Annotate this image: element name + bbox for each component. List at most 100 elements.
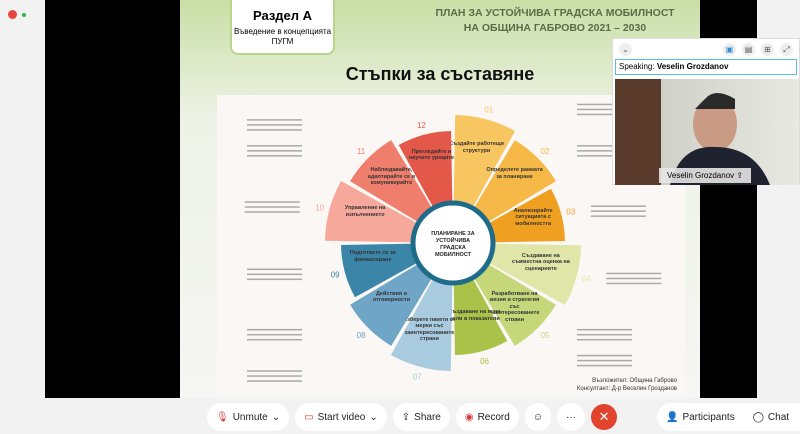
fullscreen-icon[interactable]: ⤢ xyxy=(780,42,793,56)
step-bullet-line xyxy=(606,277,662,280)
record-button[interactable]: ◉Record xyxy=(455,403,519,431)
step-number: 10 xyxy=(315,203,324,212)
step-bullet-line xyxy=(577,328,632,331)
step-label-05: Разработване на визия и стратегия със за… xyxy=(489,290,540,321)
step-text: Подгответе се за финансиране xyxy=(349,250,396,263)
slide-title: Стъпки за съставяне xyxy=(345,64,535,84)
step-bullet-line xyxy=(244,211,300,213)
steps-wheel: Създайте работещи структури 01Определете … xyxy=(244,103,662,382)
step-label-10: Управление на изпълнението xyxy=(344,205,386,218)
step-bullet-line xyxy=(577,359,632,362)
mic-off-icon: 🎙 xyxy=(216,411,229,423)
step-segment-02 xyxy=(474,140,556,222)
step-number: 05 xyxy=(540,331,549,340)
wheel-center xyxy=(410,200,496,286)
step-number: 09 xyxy=(331,271,340,280)
step-bullet-line xyxy=(247,370,302,372)
collapse-chevron-icon[interactable]: ⌄ xyxy=(619,42,632,56)
step-label-01: Създайте работещи структури xyxy=(449,141,504,154)
step-bullet-line xyxy=(247,150,302,152)
person-icon: 👤 xyxy=(666,411,679,423)
step-bullet-line xyxy=(247,338,302,341)
meeting-controls: 🎙Unmute⌄ ▭Start video⌄ ⇪Share ◉Record ☺ … xyxy=(207,402,618,432)
step-bullet-line xyxy=(577,103,632,106)
start-video-button[interactable]: ▭Start video⌄ xyxy=(295,403,387,431)
step-label-03: Анализирайте ситуацията с мобилността xyxy=(513,207,553,227)
reactions-button[interactable]: ☺ xyxy=(524,403,552,431)
step-text: Определете рамката за планиране xyxy=(486,167,543,180)
credit-client: Възложител: Община Габрово xyxy=(592,378,677,384)
step-bullet-line xyxy=(577,354,632,357)
step-bullet-line xyxy=(577,113,632,116)
recording-indicator-icon xyxy=(8,10,17,19)
layout-stage-icon[interactable]: ▤ xyxy=(742,42,755,56)
step-number: 03 xyxy=(566,207,575,216)
center-text: ПЛАНИРАНЕ ЗА УСТОЙЧИВА ГРАДСКА МОБИЛНОСТ xyxy=(431,231,475,257)
step-bullet-line xyxy=(247,333,302,336)
step-text: Управление на изпълнението xyxy=(344,205,386,218)
participants-label: Participants xyxy=(682,411,735,423)
step-segment-04 xyxy=(489,243,581,306)
step-label-11: Наблюдавайте, адаптирайте се и комуникир… xyxy=(367,167,416,187)
speaker-name: Veselin Grozdanov xyxy=(656,62,729,71)
status-dot-icon xyxy=(22,13,26,17)
emoji-icon: ☺ xyxy=(532,411,544,423)
speaker-video: Veselin Grozdanov ⇪ xyxy=(615,79,799,185)
step-label-12: Прегледайте и научете уроците xyxy=(408,148,455,162)
chevron-down-icon[interactable]: ⌄ xyxy=(271,411,281,423)
video-off-icon: ▭ xyxy=(304,411,314,423)
step-number: 01 xyxy=(484,106,493,115)
step-bullet-line xyxy=(247,380,302,382)
end-meeting-button[interactable]: ✕ xyxy=(591,404,618,430)
step-segment-06 xyxy=(453,279,508,355)
step-segment-08 xyxy=(350,264,432,346)
step-number: 06 xyxy=(480,357,489,366)
chat-button[interactable]: ◯Chat xyxy=(743,403,799,431)
step-text: Изберете пакети от мерки със заинтересов… xyxy=(403,316,456,343)
close-icon: ✕ xyxy=(598,409,610,424)
participants-button[interactable]: 👤Participants xyxy=(657,403,744,431)
step-bullet-line xyxy=(244,201,300,203)
step-bullet-line xyxy=(244,206,300,208)
step-segment-11 xyxy=(350,140,432,222)
step-text: Прегледайте и научете уроците xyxy=(408,148,455,162)
step-label-06: Създаване на ясни цели и показатели xyxy=(448,309,500,322)
unmute-button[interactable]: 🎙Unmute⌄ xyxy=(207,403,290,431)
step-bullet-line xyxy=(247,273,302,276)
step-bullet-line xyxy=(247,268,302,271)
more-options-button[interactable]: ··· xyxy=(557,403,586,431)
name-tag-label: Veselin Grozdanov xyxy=(667,171,735,180)
start-video-label: Start video xyxy=(317,411,366,423)
step-text: Действия и отговорности xyxy=(372,290,411,304)
step-bullet-line xyxy=(577,364,632,367)
step-segment-03 xyxy=(489,188,565,243)
step-segment-12 xyxy=(398,131,453,207)
layout-floating-icon[interactable]: ▣ xyxy=(723,42,736,56)
credit-consultant: Консултант: Д-р Веселин Грозданов xyxy=(576,386,677,392)
step-number: 04 xyxy=(582,275,591,284)
section-box: Раздел А Въведение в концепцията ПУГМ xyxy=(230,0,335,55)
chevron-down-icon[interactable]: ⌄ xyxy=(369,411,378,423)
share-icon[interactable]: ⇪ xyxy=(736,171,744,180)
step-bullet-line xyxy=(590,210,646,212)
step-number: 08 xyxy=(357,331,366,340)
share-icon: ⇪ xyxy=(401,411,411,423)
step-text: Анализирайте ситуацията с мобилността xyxy=(513,207,553,227)
step-text: Наблюдавайте, адаптирайте се и комуникир… xyxy=(367,167,416,187)
step-bullet-line xyxy=(247,155,302,157)
step-number: 12 xyxy=(417,121,426,130)
step-bullet-line xyxy=(247,375,302,377)
record-icon: ◉ xyxy=(464,411,474,423)
share-button[interactable]: ⇪Share xyxy=(392,403,450,431)
step-bullet-line xyxy=(247,278,302,281)
step-text: Създаване на съвместна оценка на сценари… xyxy=(511,252,570,272)
step-text: Разработване на визия и стратегия със за… xyxy=(489,290,540,321)
unmute-label: Unmute xyxy=(232,411,268,423)
step-number: 07 xyxy=(413,372,422,381)
more-panels-button[interactable]: ··· xyxy=(798,403,800,431)
layout-grid-icon[interactable]: ⊞ xyxy=(761,42,774,56)
header-line-2: НА ОБЩИНА ГАБРОВО 2021 – 2030 xyxy=(463,22,647,34)
header-line-1: ПЛАН ЗА УСТОЙЧИВА ГРАДСКА МОБИЛНОСТ xyxy=(435,7,675,19)
step-bullet-line xyxy=(247,328,302,331)
